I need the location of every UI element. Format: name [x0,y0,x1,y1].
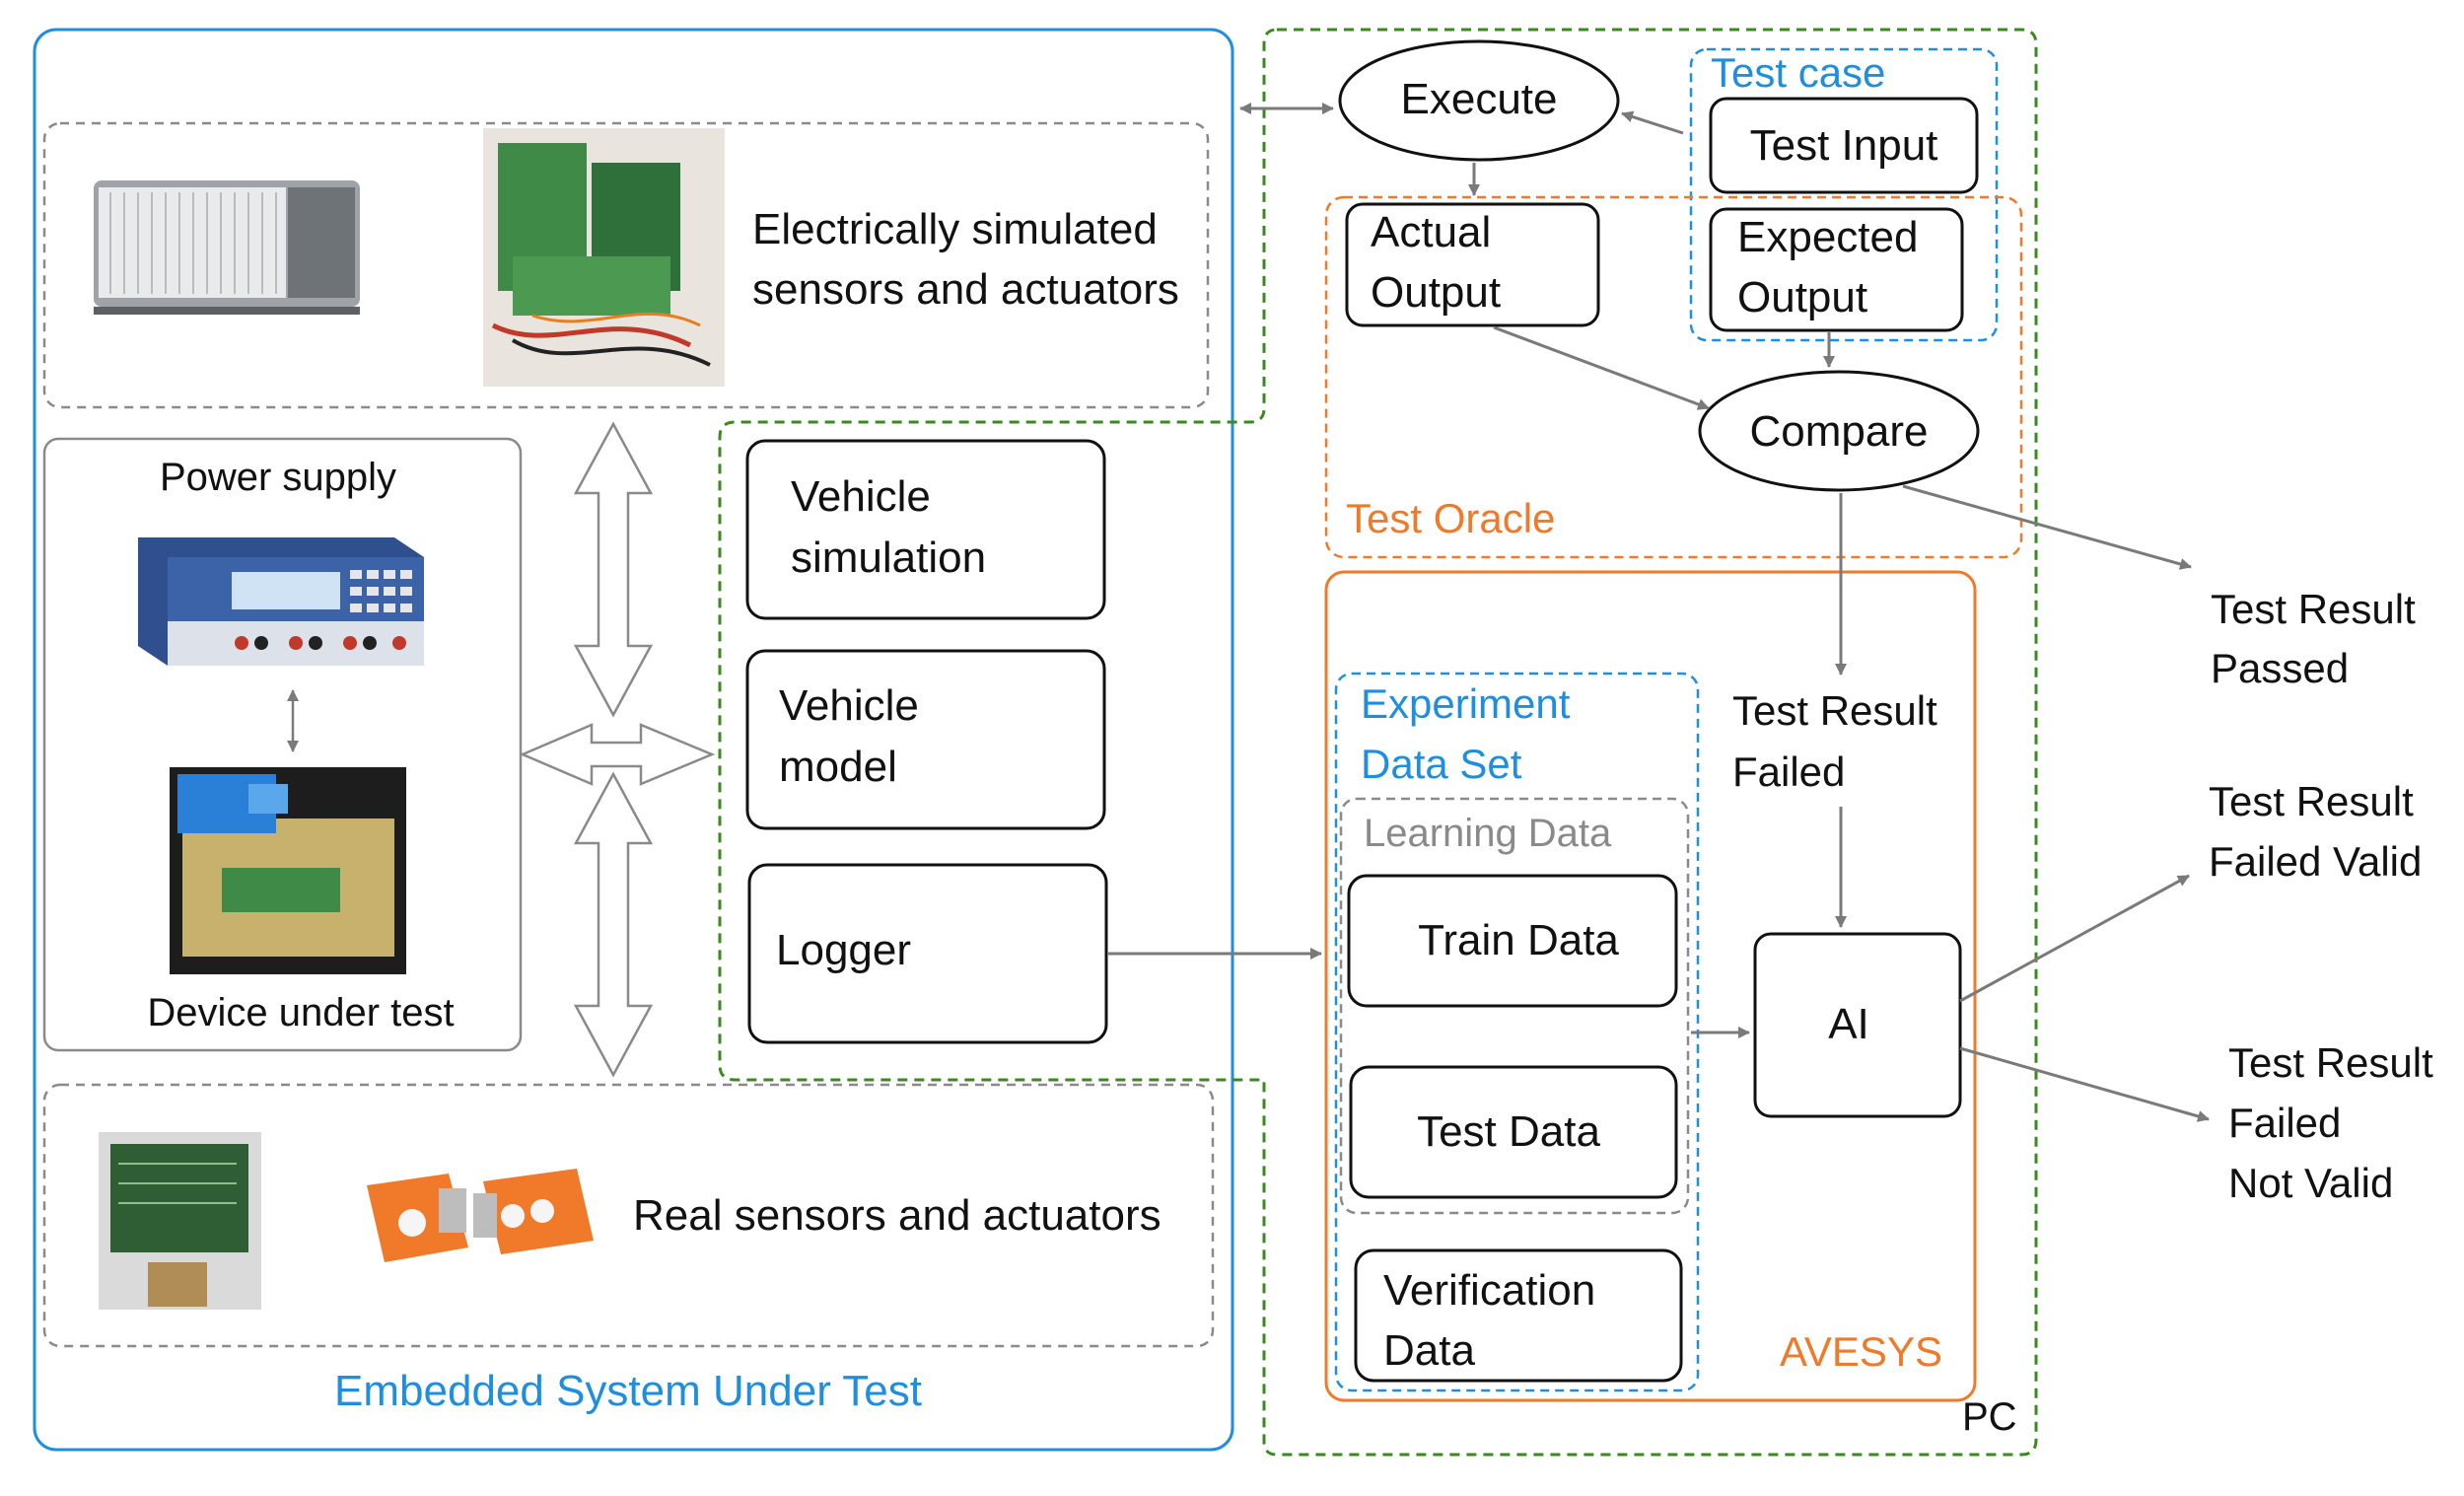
pc-frame [718,28,2038,1457]
result-failed-not-valid-label-1: Test Result [2228,1039,2433,1086]
expected-output-label-2: Output [1737,273,1867,321]
wiring-boards-photo [483,128,725,387]
actual-output-label-1: Actual [1371,208,1491,256]
train-data-box [1347,874,1678,1008]
logger-label: Logger [776,926,911,974]
train-data-label: Train Data [1418,916,1619,964]
embedded-system-frame [33,28,1234,1452]
execute-label: Execute [1401,75,1558,123]
test-data-label: Test Data [1417,1107,1600,1156]
compare-label: Compare [1750,407,1929,456]
electrical-sim-frame [42,121,1210,409]
test-input-box [1709,97,1979,194]
vehicle-simulation-label-2: simulation [791,534,986,582]
orange-sensors-photo [367,1169,594,1262]
result-failed-not-valid-label-2: Failed [2228,1100,2341,1146]
test-case-frame [1689,47,1999,342]
test-input-to-execute-arrow [1621,110,1684,135]
logger-box [747,863,1108,1044]
hollow-arrow-left-right [519,723,716,786]
ai-to-failed-not-valid-arrow [1959,1046,2210,1122]
actual-output-box [1345,202,1600,327]
power-supply-photo [138,537,424,666]
expected-output-label-1: Expected [1737,213,1918,261]
pc-label: PC [1962,1395,2017,1439]
device-under-test-photo [170,767,406,974]
avesys-frame [1324,570,1977,1402]
ai-to-failed-valid-arrow [1959,874,2190,1003]
compare-node [1698,370,1980,492]
embedded-system-title: Embedded System Under Test [334,1367,922,1415]
rack-icon [94,180,360,315]
ai-label: AI [1828,1000,1869,1048]
test-result-failed-label-2: Failed [1732,748,1845,795]
real-sensors-frame [42,1083,1215,1348]
power-dut-frame [42,437,523,1052]
electrical-sim-label-1: Electrically simulated [752,205,1158,253]
real-sensors-label: Real sensors and actuators [633,1191,1162,1240]
result-failed-valid-label-1: Test Result [2209,778,2414,824]
verification-data-label-1: Verification [1383,1266,1595,1315]
vehicle-model-label-1: Vehicle [779,681,919,730]
test-data-box [1349,1065,1678,1199]
learning-data-label: Learning Data [1364,812,1612,855]
test-oracle-frame [1324,195,2023,559]
actual-output-label-2: Output [1371,268,1501,317]
electrical-sim-label-2: sensors and actuators [752,265,1179,314]
expected-output-box [1709,207,1964,332]
test-result-failed-label-1: Test Result [1732,687,1937,734]
test-oracle-label: Test Oracle [1346,495,1555,541]
vehicle-simulation-box [745,439,1106,620]
avesys-label: AVESYS [1780,1328,1942,1375]
experiment-data-set-label-1: Experiment [1361,680,1571,727]
vehicle-model-label-2: model [779,743,897,791]
execute-node [1338,39,1620,162]
test-case-label: Test case [1711,49,1885,96]
device-under-test-label: Device under test [147,991,454,1034]
compare-to-passed-arrow [1902,484,2192,570]
actual-to-compare-arrow [1493,325,1710,410]
verification-data-label-2: Data [1383,1326,1475,1375]
vehicle-model-box [745,649,1106,830]
result-failed-valid-label-2: Failed Valid [2209,838,2422,885]
hollow-arrow-up-down-bottom [573,771,654,1078]
ai-box [1753,932,1962,1118]
pcb-photo [99,1132,261,1310]
hollow-arrow-up-down-top [573,421,654,718]
test-input-label: Test Input [1750,121,1938,170]
vehicle-simulation-label-1: Vehicle [791,472,931,521]
power-supply-label: Power supply [160,456,396,499]
learning-data-frame [1339,797,1690,1215]
result-failed-not-valid-label-3: Not Valid [2228,1160,2393,1206]
experiment-data-set-label-2: Data Set [1361,741,1522,787]
verification-data-box [1354,1248,1683,1383]
result-passed-label-1: Test Result [2211,586,2416,632]
result-passed-label-2: Passed [2211,645,2349,691]
